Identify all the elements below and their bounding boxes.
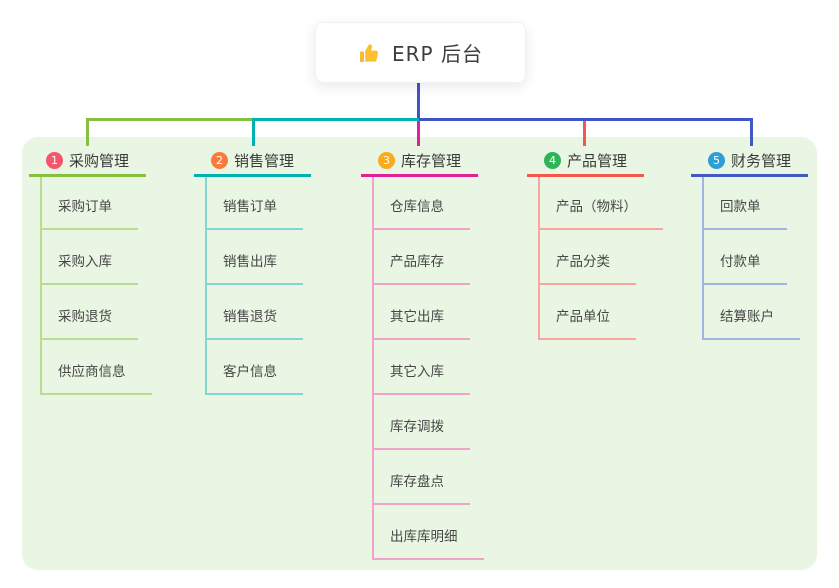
badge-2: 2 [210, 151, 228, 169]
branch-title-finance[interactable]: 5 财务管理 [691, 146, 808, 177]
branch-label: 产品管理 [566, 151, 627, 170]
node-sales-return[interactable]: 销售退货 [205, 308, 303, 340]
branch-label: 财务管理 [730, 151, 791, 170]
badge-5: 5 [707, 151, 725, 169]
root-node-label: ERP 后台 [392, 42, 483, 66]
branch-label: 采购管理 [68, 151, 129, 170]
branch-title-sales[interactable]: 2 销售管理 [194, 146, 311, 177]
branch-label: 库存管理 [400, 151, 461, 170]
drop-line-inventory [417, 121, 420, 146]
drop-line-purchase [86, 118, 89, 146]
node-purchase-order[interactable]: 采购订单 [40, 198, 138, 230]
branch-sales: 2 销售管理 销售订单 销售出库 销售退货 客户信息 [194, 146, 311, 395]
node-other-inbound[interactable]: 其它入库 [372, 363, 470, 395]
node-purchase-inbound[interactable]: 采购入库 [40, 253, 138, 285]
node-product-unit[interactable]: 产品单位 [538, 308, 636, 340]
node-warehouse-info[interactable]: 仓库信息 [372, 198, 470, 230]
root-node-erp-backend[interactable]: ERP 后台 [315, 22, 526, 83]
drop-line-product [583, 121, 586, 146]
badge-1: 1 [45, 151, 63, 169]
branches-panel [22, 137, 817, 570]
branch-label: 销售管理 [233, 151, 294, 170]
node-purchase-return[interactable]: 采购退货 [40, 308, 138, 340]
node-stock-check[interactable]: 库存盘点 [372, 473, 470, 505]
branch-vline [702, 177, 704, 340]
node-outbound-detail[interactable]: 出库库明细 [372, 528, 484, 560]
node-payment-bill[interactable]: 付款单 [702, 253, 787, 285]
branch-vline [372, 177, 374, 560]
node-customer-info[interactable]: 客户信息 [205, 363, 303, 395]
branch-finance: 5 财务管理 回款单 付款单 结算账户 [691, 146, 808, 340]
bus-segment-purchase [86, 118, 254, 121]
badge-4: 4 [543, 151, 561, 169]
node-supplier-info[interactable]: 供应商信息 [40, 363, 152, 395]
branch-vline [538, 177, 540, 340]
branch-inventory: 3 库存管理 仓库信息 产品库存 其它出库 其它入库 库存调拨 库存盘点 出库库… [361, 146, 484, 560]
bus-segment-sales [252, 118, 419, 121]
bus-segment-right [419, 118, 753, 121]
branch-title-inventory[interactable]: 3 库存管理 [361, 146, 478, 177]
branch-product: 4 产品管理 产品（物料） 产品分类 产品单位 [527, 146, 663, 340]
node-sales-order[interactable]: 销售订单 [205, 198, 303, 230]
node-receipt-bill[interactable]: 回款单 [702, 198, 787, 230]
badge-3: 3 [377, 151, 395, 169]
node-product-category[interactable]: 产品分类 [538, 253, 636, 285]
node-sales-outbound[interactable]: 销售出库 [205, 253, 303, 285]
branch-vline [40, 177, 42, 395]
node-settlement-account[interactable]: 结算账户 [702, 308, 800, 340]
branch-purchase: 1 采购管理 采购订单 采购入库 采购退货 供应商信息 [29, 146, 152, 395]
node-stock-transfer[interactable]: 库存调拨 [372, 418, 470, 450]
branch-title-product[interactable]: 4 产品管理 [527, 146, 644, 177]
drop-line-finance [750, 118, 753, 146]
root-connector-line [417, 81, 420, 119]
drop-line-sales [252, 118, 255, 146]
branch-vline [205, 177, 207, 395]
node-product-stock[interactable]: 产品库存 [372, 253, 470, 285]
node-product-material[interactable]: 产品（物料） [538, 198, 663, 230]
node-other-outbound[interactable]: 其它出库 [372, 308, 470, 340]
branch-title-purchase[interactable]: 1 采购管理 [29, 146, 146, 177]
thumbs-up-icon [358, 41, 382, 65]
